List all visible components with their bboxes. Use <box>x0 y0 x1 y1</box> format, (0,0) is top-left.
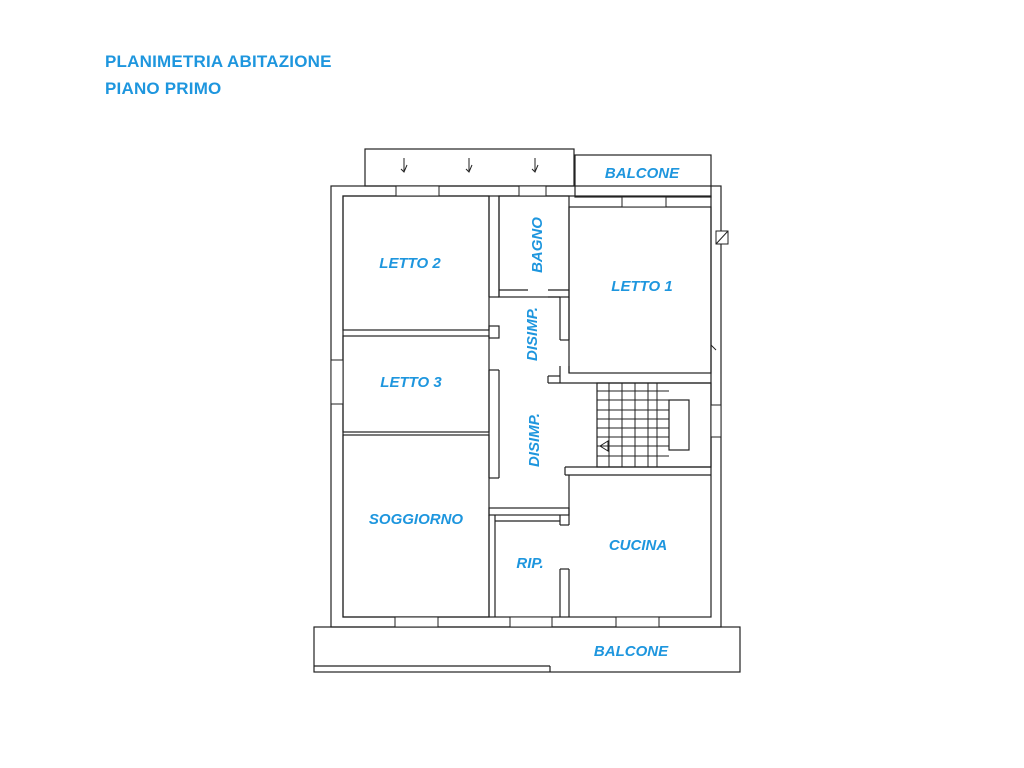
window-cucina <box>615 616 660 628</box>
down-arrow-icon <box>400 158 408 173</box>
arrow-icons <box>400 158 539 173</box>
label-balcone-top: BALCONE <box>605 165 680 182</box>
label-soggiorno: SOGGIORNO <box>369 511 464 528</box>
window-rip <box>509 616 553 628</box>
openings <box>330 185 729 628</box>
window-soggiorno <box>394 616 439 628</box>
down-arrow-icon <box>531 158 539 173</box>
window-letto3 <box>330 359 344 405</box>
label-disimp-upper: DISIMP. <box>524 307 541 361</box>
label-ripostiglio: RIP. <box>516 555 543 572</box>
balcony-bottom <box>313 626 741 673</box>
stairs-direction-arrow-icon <box>599 440 609 452</box>
staircase-wall <box>596 382 712 468</box>
stairs <box>597 383 669 467</box>
walls <box>313 148 741 673</box>
label-letto2: LETTO 2 <box>379 255 441 272</box>
label-disimp-lower: DISIMP. <box>526 413 543 467</box>
window-letto2 <box>395 185 440 197</box>
label-letto1: LETTO 1 <box>611 278 672 295</box>
label-bagno: BAGNO <box>529 217 546 273</box>
down-arrow-icon <box>465 158 473 173</box>
window-letto1 <box>621 196 667 208</box>
window-stairs <box>710 404 722 438</box>
plan-subtitle: PIANO PRIMO <box>105 79 222 98</box>
plan-title: PLANIMETRIA ABITAZIONE <box>105 52 332 71</box>
window-bagno <box>518 185 547 197</box>
label-cucina: CUCINA <box>609 537 667 554</box>
label-letto3: LETTO 3 <box>380 374 442 391</box>
label-balcone-bottom: BALCONE <box>594 643 669 660</box>
